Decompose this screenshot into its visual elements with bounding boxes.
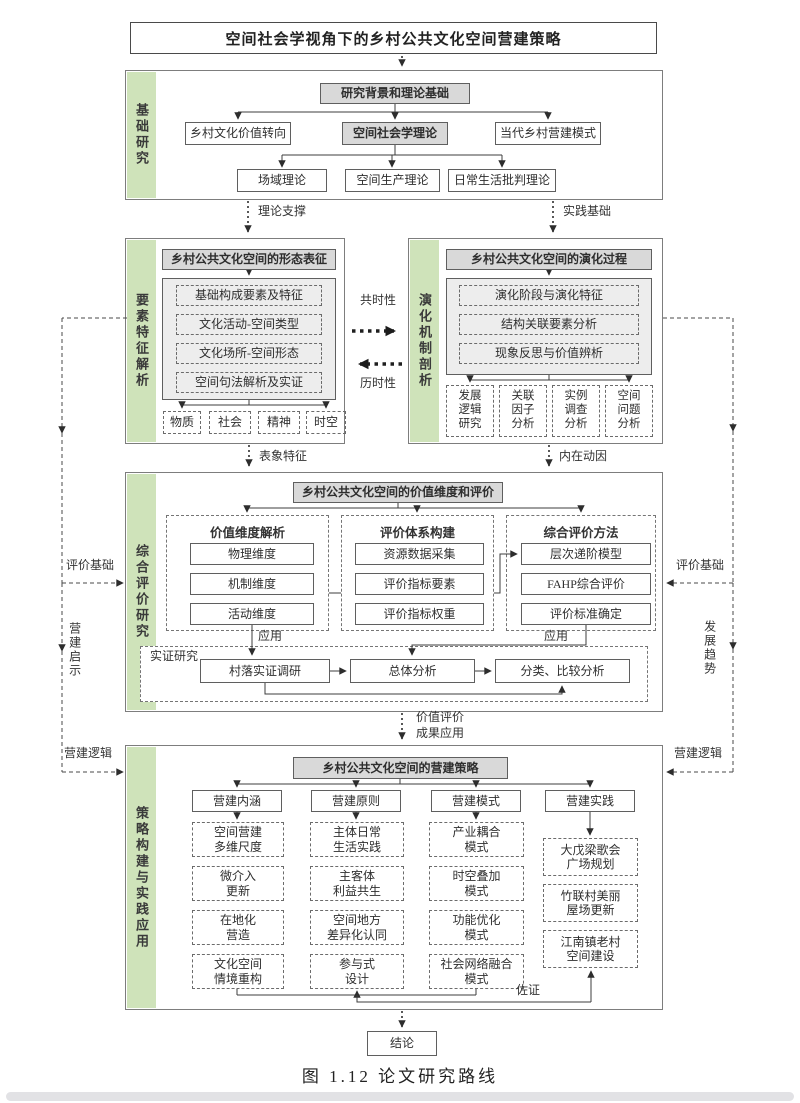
s3-emp-step-0: 村落实证调研 [200,659,330,683]
s2r-sub-1: 关联 因子 分析 [499,385,547,437]
figure-caption: 图 1.12 论文研究路线 [301,1067,499,1086]
s4-c4-item-1: 竹联村美丽 屋场更新 [543,884,638,922]
s2l-header: 乡村公共文化空间的形态表征 [162,249,336,270]
s4-c2-item-1: 主客体 利益共生 [310,866,404,901]
s4-col1-title: 营建内涵 [192,790,282,812]
s3-g1-item-0: 物理维度 [190,543,314,565]
s2r-sub-2: 实例 调查 分析 [552,385,600,437]
evolution-container [446,278,652,375]
right-development-trend-label: 发展趋势 [702,620,717,676]
s4-c4-item-0: 大戊梁歌会 广场规划 [543,838,638,876]
s3-g3-item-2: 评价标准确定 [521,603,651,625]
application-right-label: 应用 [544,629,569,643]
s4-c3-item-0: 产业耦合 模式 [429,822,524,857]
s2l-item-1: 文化活动-空间类型 [176,314,322,335]
s4-c2-item-3: 参与式 设计 [310,954,404,989]
s3-g3-item-0: 层次递阶模型 [521,543,651,565]
surface-features-label: 表象特征 [259,449,308,463]
section-evolution-label: 演化机制剖析 [417,293,432,389]
left-construction-inspiration-label: 营建启示 [67,622,82,678]
s1-row1-box-2: 当代乡村营建模式 [495,122,601,145]
left-evaluation-basis-label: 评价基础 [66,558,115,572]
s1-row1-box-0: 乡村文化价值转向 [185,122,291,145]
synchronic-label: 共时性 [359,293,396,307]
application-left-label: 应用 [258,629,283,643]
s3-g2-item-1: 评价指标要素 [355,573,484,595]
section-elements-label: 要素特征解析 [134,293,149,389]
s2r-sub-3: 空间 问题 分析 [605,385,653,437]
section-elements-strip: 要素特征解析 [127,240,156,442]
s1-row2-box-2: 日常生活批判理论 [448,169,556,192]
s2r-item-0: 演化阶段与演化特征 [459,285,639,306]
value-dimension-group-title: 价值维度解析 [209,526,285,540]
s1-row2-box-0: 场域理论 [237,169,327,192]
s4-c4-item-2: 江南镇老村 空间建设 [543,930,638,968]
section-strategy-strip: 策略构建与实践应用 [127,747,156,1008]
evaluation-method-group-title: 综合评价方法 [543,526,619,540]
s4-header: 乡村公共文化空间的营建策略 [293,757,508,779]
section-evolution-strip: 演化机制剖析 [410,240,439,442]
s2l-dim-2: 精神 [258,411,300,434]
s3-g1-item-2: 活动维度 [190,603,314,625]
section-foundation-label: 基础研究 [134,103,149,167]
s3-g2-item-0: 资源数据采集 [355,543,484,565]
section-foundation-strip: 基础研究 [127,72,156,198]
s3-g1-item-1: 机制维度 [190,573,314,595]
left-construction-logic-label: 营建逻辑 [64,746,113,760]
s4-c2-item-0: 主体日常 生活实践 [310,822,404,857]
section-strategy: 策略构建与实践应用 [125,745,663,1010]
bottom-bar [6,1092,794,1101]
section-evaluation-label: 综合评价研究 [134,544,149,640]
s4-c2-item-2: 空间地方 差异化认同 [310,910,404,945]
right-construction-logic-label: 营建逻辑 [674,746,723,760]
s2l-dim-1: 社会 [209,411,251,434]
diachronic-label: 历时性 [359,376,396,390]
s3-header: 乡村公共文化空间的价值维度和评价 [293,482,503,503]
practice-basis-label: 实践基础 [563,204,612,218]
empirical-research-title: 实证研究 [150,649,199,663]
section-strategy-label: 策略构建与实践应用 [134,805,149,950]
s3-emp-step-2: 分类、比较分析 [495,659,630,683]
internal-motivation-label: 内在动因 [559,449,608,463]
conclusion-box: 结论 [367,1031,437,1056]
s4-col3-title: 营建模式 [431,790,521,812]
s2l-dim-3: 时空 [306,411,346,434]
corroboration-label: 佐证 [516,983,541,997]
s4-col4-title: 营建实践 [545,790,635,812]
s4-c3-item-3: 社会网络融合 模式 [429,954,524,989]
s4-c1-item-2: 在地化 营造 [192,910,284,945]
s4-c3-item-2: 功能优化 模式 [429,910,524,945]
s4-c3-item-1: 时空叠加 模式 [429,866,524,901]
s3-g3-item-1: FAHP综合评价 [521,573,651,595]
s2r-header: 乡村公共文化空间的演化过程 [446,249,652,270]
s4-c1-item-3: 文化空间 情境重构 [192,954,284,989]
evaluation-system-group-title: 评价体系构建 [379,526,455,540]
s2r-sub-0: 发展 逻辑 研究 [446,385,494,437]
s2l-item-0: 基础构成要素及特征 [176,285,322,306]
s1-header: 研究背景和理论基础 [320,83,470,104]
s2l-item-2: 文化场所-空间形态 [176,343,322,364]
s2r-item-1: 结构关联要素分析 [459,314,639,335]
s2r-item-2: 现象反思与价值辨析 [459,343,639,364]
s4-c1-item-1: 微介入 更新 [192,866,284,901]
s2l-dim-0: 物质 [163,411,201,434]
value-application-label: 价值评价 成果应用 [416,710,465,740]
s4-col2-title: 营建原则 [311,790,401,812]
s1-row2-box-1: 空间生产理论 [345,169,440,192]
s3-emp-step-1: 总体分析 [350,659,475,683]
s4-c1-item-0: 空间营建 多维尺度 [192,822,284,857]
s1-row1-box-1: 空间社会学理论 [342,122,448,145]
elements-container [162,278,336,400]
s2l-item-3: 空间句法解析及实证 [176,372,322,393]
thesis-title-box: 空间社会学视角下的乡村公共文化空间营建策略 [130,22,657,54]
right-evaluation-basis-label: 评价基础 [676,558,725,572]
s3-g2-item-2: 评价指标权重 [355,603,484,625]
theory-support-label: 理论支撑 [258,204,307,218]
